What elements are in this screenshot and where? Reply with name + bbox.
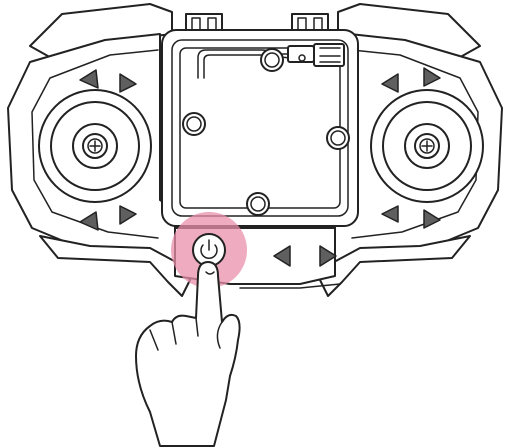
battery-compartment (161, 29, 359, 227)
left-joystick[interactable] (38, 89, 152, 203)
trim-right-lower-right[interactable] (423, 209, 441, 229)
bottom-groove (239, 283, 341, 289)
trim-left-upper-left[interactable] (79, 69, 99, 89)
finger-crease-3 (149, 329, 159, 351)
fingernail (205, 271, 215, 275)
right-lower-skirt (319, 235, 471, 297)
battery-cable-2 (203, 54, 291, 79)
hand-shape (135, 261, 241, 447)
battery-plug (287, 45, 315, 63)
finger-crease-2 (171, 321, 177, 345)
right-stick-cross (421, 140, 433, 152)
socket-lines (319, 47, 341, 63)
trim-buttons (79, 67, 441, 267)
trim-center-left[interactable] (273, 245, 291, 267)
trim-right-upper-left[interactable] (381, 73, 399, 93)
left-lower-skirt (39, 235, 191, 297)
compartment-frame (161, 29, 359, 227)
compartment-screws (182, 48, 350, 216)
screw-right (326, 126, 350, 150)
right-joystick[interactable] (370, 89, 484, 203)
power-button-area[interactable] (171, 212, 247, 288)
screw-top (260, 48, 284, 72)
trim-center-right[interactable] (319, 245, 337, 267)
thumb-line (216, 321, 223, 349)
pointing-hand-icon (135, 261, 241, 447)
power-icon (200, 239, 218, 260)
trim-right-lower-left[interactable] (381, 205, 399, 223)
compartment-inner (171, 39, 349, 217)
plug-pin (298, 54, 306, 62)
finger-crease-1 (195, 317, 199, 337)
left-inner-plate (31, 49, 159, 239)
trim-left-lower-left[interactable] (79, 211, 99, 231)
screw-bottom (246, 192, 270, 216)
screw-left (182, 112, 206, 136)
trim-left-lower-right[interactable] (119, 205, 137, 225)
trim-left-upper-right[interactable] (119, 73, 137, 93)
battery-socket (313, 43, 345, 67)
trim-right-upper-right[interactable] (423, 67, 441, 87)
left-stick-cross (89, 140, 101, 152)
